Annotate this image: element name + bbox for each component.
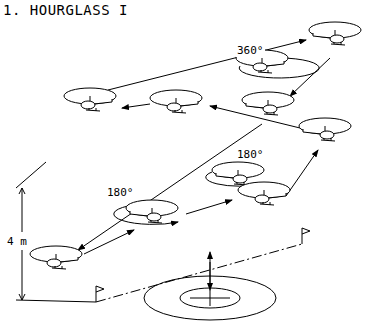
helicopter — [30, 246, 82, 269]
height-dimension — [16, 162, 96, 302]
helicopter — [242, 92, 294, 115]
helicopter — [212, 162, 264, 185]
diagram-title: 1. HOURGLASS I — [2, 2, 129, 18]
flight-path — [78, 40, 330, 254]
centre-line — [96, 244, 302, 302]
landing-pad-inner — [180, 288, 240, 308]
turn-angle: 180° — [236, 148, 265, 161]
helicopter — [64, 88, 116, 111]
flag — [96, 286, 104, 302]
turn-angle: 180° — [106, 186, 135, 199]
dimension-label: 4 m — [6, 235, 28, 248]
helicopter — [299, 118, 351, 141]
helicopter — [150, 90, 202, 113]
helicopter — [238, 182, 290, 205]
helicopter — [309, 22, 361, 45]
helicopter — [126, 200, 178, 223]
flag — [302, 228, 310, 244]
turn-angle: 360° — [236, 44, 265, 57]
